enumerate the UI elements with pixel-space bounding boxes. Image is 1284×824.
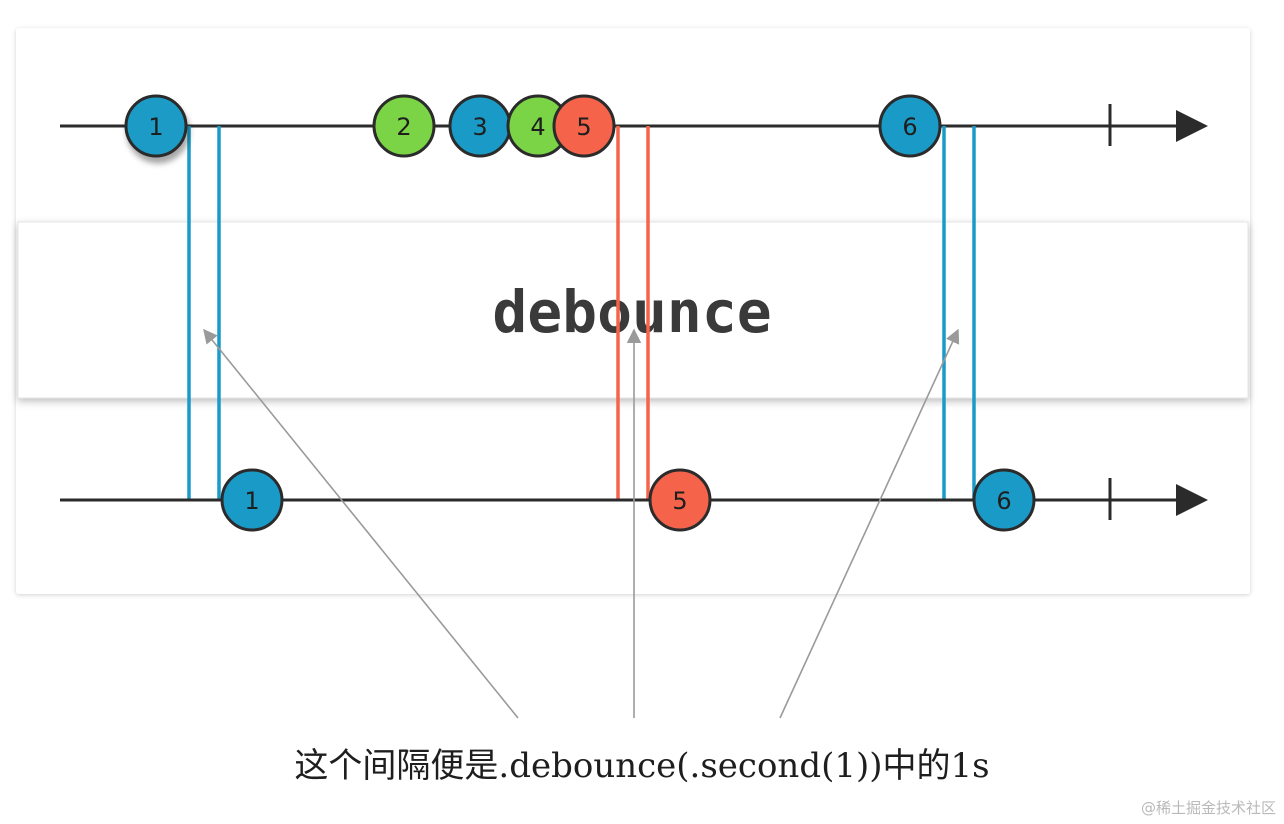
input-marble-1-circle <box>124 94 188 158</box>
input-marble-6-label: 6 <box>902 113 917 141</box>
output-marble-6-label: 6 <box>996 487 1011 515</box>
input-marble-2: 2 <box>372 94 436 158</box>
input-timeline-arrowhead <box>1176 110 1208 142</box>
input-timeline <box>60 104 1208 146</box>
input-marble-6: 6 <box>878 94 942 158</box>
output-marble-6-circle <box>972 468 1036 532</box>
input-marble-5: 5 <box>552 94 616 158</box>
input-marble-1-label: 1 <box>148 113 163 141</box>
output-timeline-arrowhead <box>1176 484 1208 516</box>
input-marble-5-label: 5 <box>576 113 591 141</box>
output-marble-5: 5 <box>648 468 712 532</box>
output-marble-1-circle <box>220 468 284 532</box>
pointer-arrow-window-1 <box>203 328 519 719</box>
input-marble-4-label: 4 <box>530 113 545 141</box>
watermark: @稀土掘金技术社区 <box>1140 799 1276 817</box>
output-marble-6: 6 <box>972 468 1036 532</box>
input-marble-1: 1 <box>124 94 188 158</box>
output-marble-1: 1 <box>220 468 284 532</box>
operator-box: debounce <box>17 221 1249 399</box>
operator-box-rect <box>17 221 1249 399</box>
input-marble-6-circle <box>878 94 942 158</box>
caption-pointer-arrows <box>203 328 960 719</box>
pointer-arrow-window-6 <box>779 328 960 719</box>
operator-label: debounce <box>492 278 771 346</box>
input-marble-2-circle <box>372 94 436 158</box>
output-marble-1-label: 1 <box>244 487 259 515</box>
output-marbles: 1 5 6 <box>220 468 1036 532</box>
input-marble-3-label: 3 <box>472 113 487 141</box>
input-marble-2-label: 2 <box>396 113 411 141</box>
debounce-windows <box>187 126 976 500</box>
input-marbles: 1 2 3 4 5 6 <box>124 94 942 158</box>
output-marble-5-circle <box>648 468 712 532</box>
output-marble-5-label: 5 <box>672 487 687 515</box>
input-marble-5-circle <box>552 94 616 158</box>
caption: 这个间隔便是.debounce(.second(1))中的1s <box>294 746 990 786</box>
input-marble-3: 3 <box>448 94 512 158</box>
